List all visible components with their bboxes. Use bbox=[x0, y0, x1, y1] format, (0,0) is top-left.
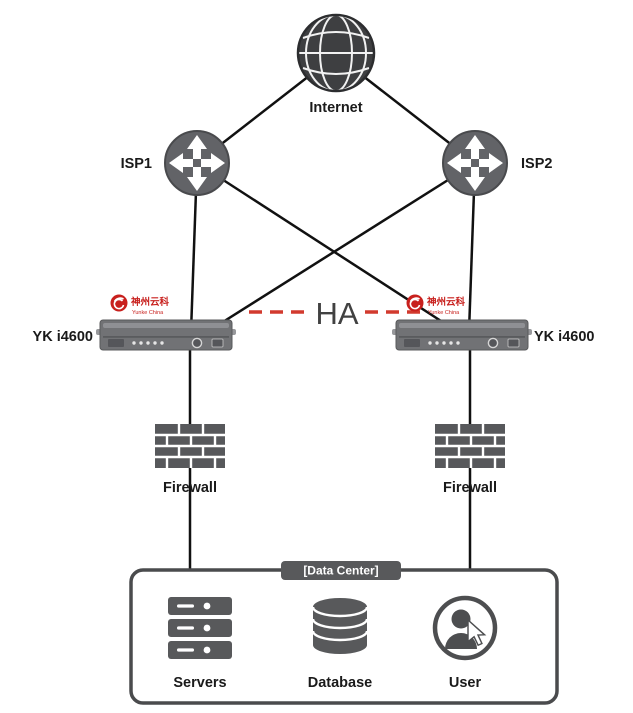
node-internet: Internet bbox=[296, 13, 376, 116]
firewall-left-label: Firewall bbox=[163, 480, 217, 496]
node-servers: Servers bbox=[168, 597, 232, 691]
server-stack-icon bbox=[168, 597, 232, 659]
router-icon bbox=[164, 130, 230, 196]
vendor-logo-right: 神州云科 Yunke China bbox=[405, 293, 466, 316]
ha-link: HA bbox=[249, 296, 426, 331]
isp2-label: ISP2 bbox=[521, 156, 552, 172]
database-cylinder-icon bbox=[311, 596, 369, 656]
user-label: User bbox=[449, 675, 482, 691]
vendor-name-cn: 神州云科 bbox=[131, 296, 170, 308]
router-icon bbox=[442, 130, 508, 196]
node-firewall-left: Firewall bbox=[153, 422, 227, 496]
yunke-swirl-icon bbox=[109, 293, 129, 313]
user-cursor-icon bbox=[435, 598, 495, 658]
vendor-name-en: Yunke China bbox=[428, 310, 460, 316]
datacenter-badge bbox=[281, 561, 401, 580]
appliance-left-label: YK i4600 bbox=[33, 329, 93, 345]
servers-label: Servers bbox=[173, 675, 226, 691]
vendor-name-cn: 神州云科 bbox=[427, 296, 466, 308]
node-appliance-right: 神州云科 Yunke China YK i4600 bbox=[391, 293, 594, 351]
node-database: Database bbox=[308, 596, 372, 691]
node-appliance-left: 神州云科 Yunke China YK i4600 bbox=[33, 293, 237, 351]
brick-wall-icon bbox=[153, 422, 227, 470]
appliance-right-label: YK i4600 bbox=[534, 329, 594, 345]
brick-wall-icon bbox=[433, 422, 507, 470]
isp1-label: ISP1 bbox=[121, 156, 152, 172]
firewall-right-label: Firewall bbox=[443, 480, 497, 496]
internet-label: Internet bbox=[309, 100, 362, 116]
rack-appliance-icon bbox=[391, 319, 533, 351]
datacenter-label: [Data Center] bbox=[303, 564, 378, 578]
vendor-name-en: Yunke China bbox=[132, 310, 164, 316]
rack-appliance-icon bbox=[95, 319, 237, 351]
globe-icon bbox=[296, 13, 376, 93]
yunke-swirl-icon bbox=[405, 293, 425, 313]
node-isp1: ISP1 bbox=[121, 130, 230, 196]
node-isp2: ISP2 bbox=[442, 130, 552, 196]
ha-label: HA bbox=[315, 296, 358, 331]
datacenter-group: [Data Center] Servers Database User bbox=[129, 561, 559, 705]
node-firewall-right: Firewall bbox=[433, 422, 507, 496]
edge-isp2-appliance-left bbox=[206, 161, 476, 334]
vendor-logo-left: 神州云科 Yunke China bbox=[109, 293, 170, 316]
database-label: Database bbox=[308, 675, 372, 691]
node-user: User bbox=[435, 598, 495, 691]
